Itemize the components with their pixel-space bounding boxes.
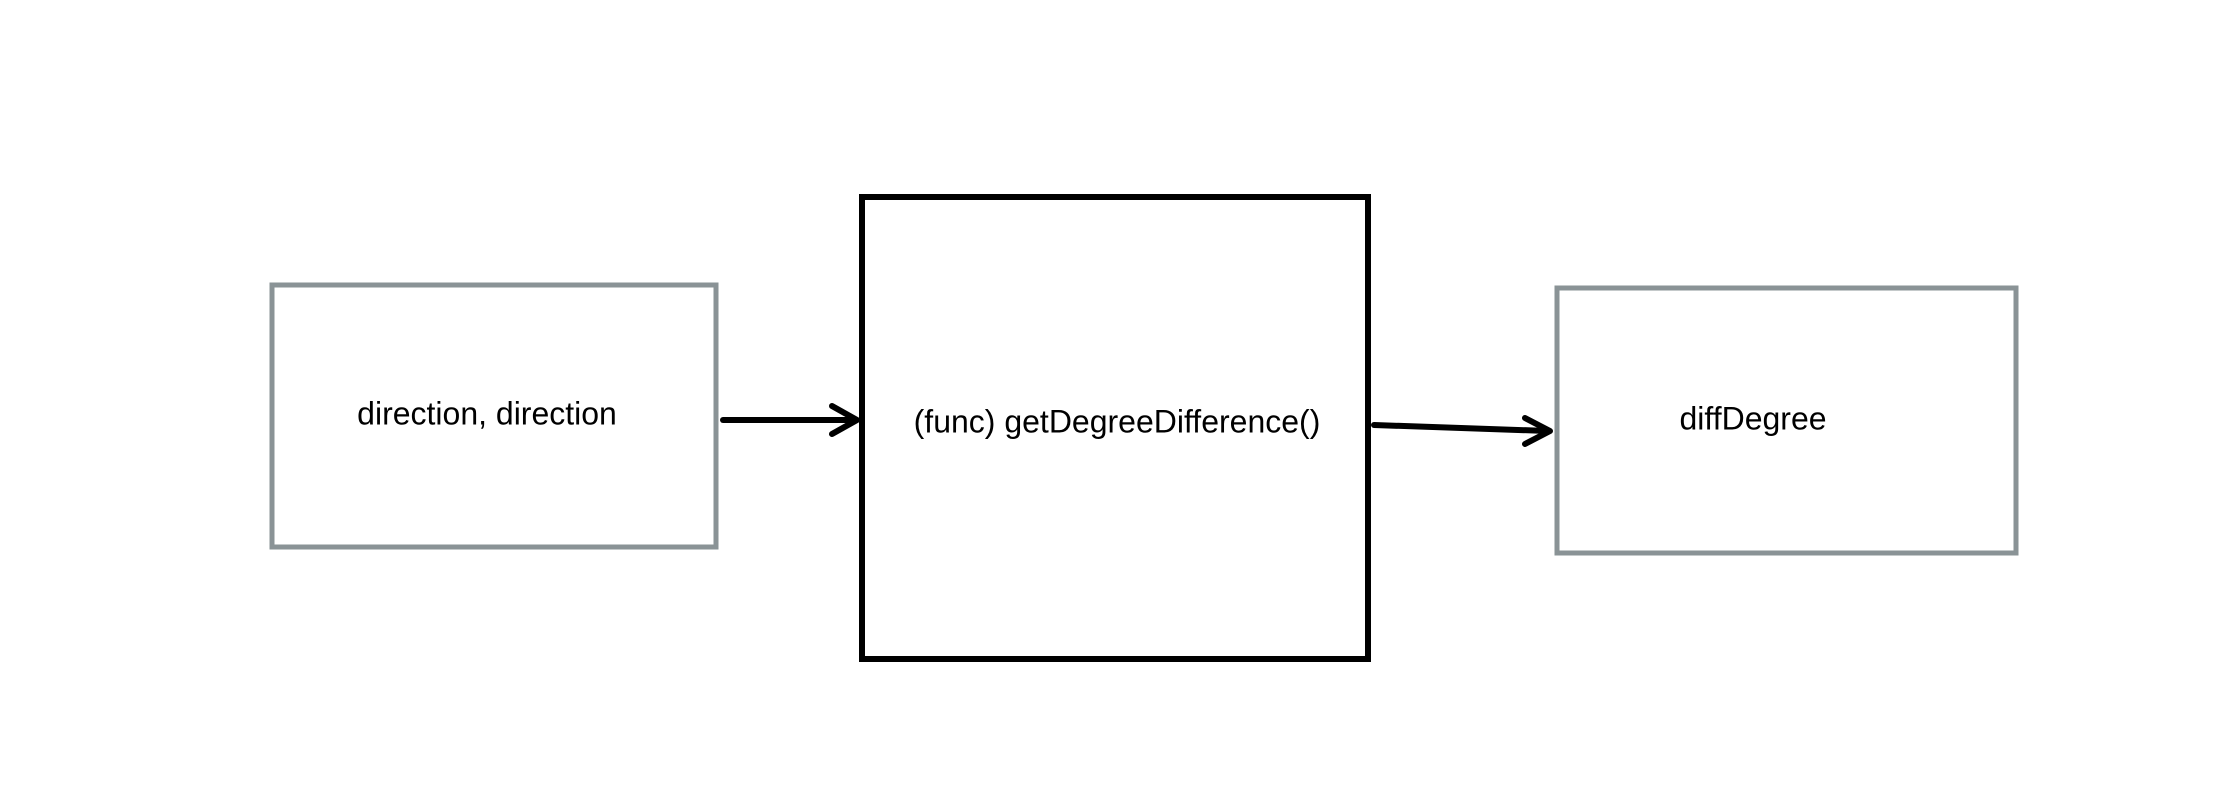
input-box-label: direction, direction xyxy=(357,395,617,431)
input-box xyxy=(269,282,719,550)
function-box-label: (func) getDegreeDifference() xyxy=(914,403,1321,439)
arrow-function-to-output xyxy=(1371,415,1553,447)
arrow-input-to-function xyxy=(720,403,860,437)
output-box xyxy=(1554,285,2019,556)
output-box-label: diffDegree xyxy=(1679,400,1826,436)
function-box xyxy=(859,194,1371,662)
